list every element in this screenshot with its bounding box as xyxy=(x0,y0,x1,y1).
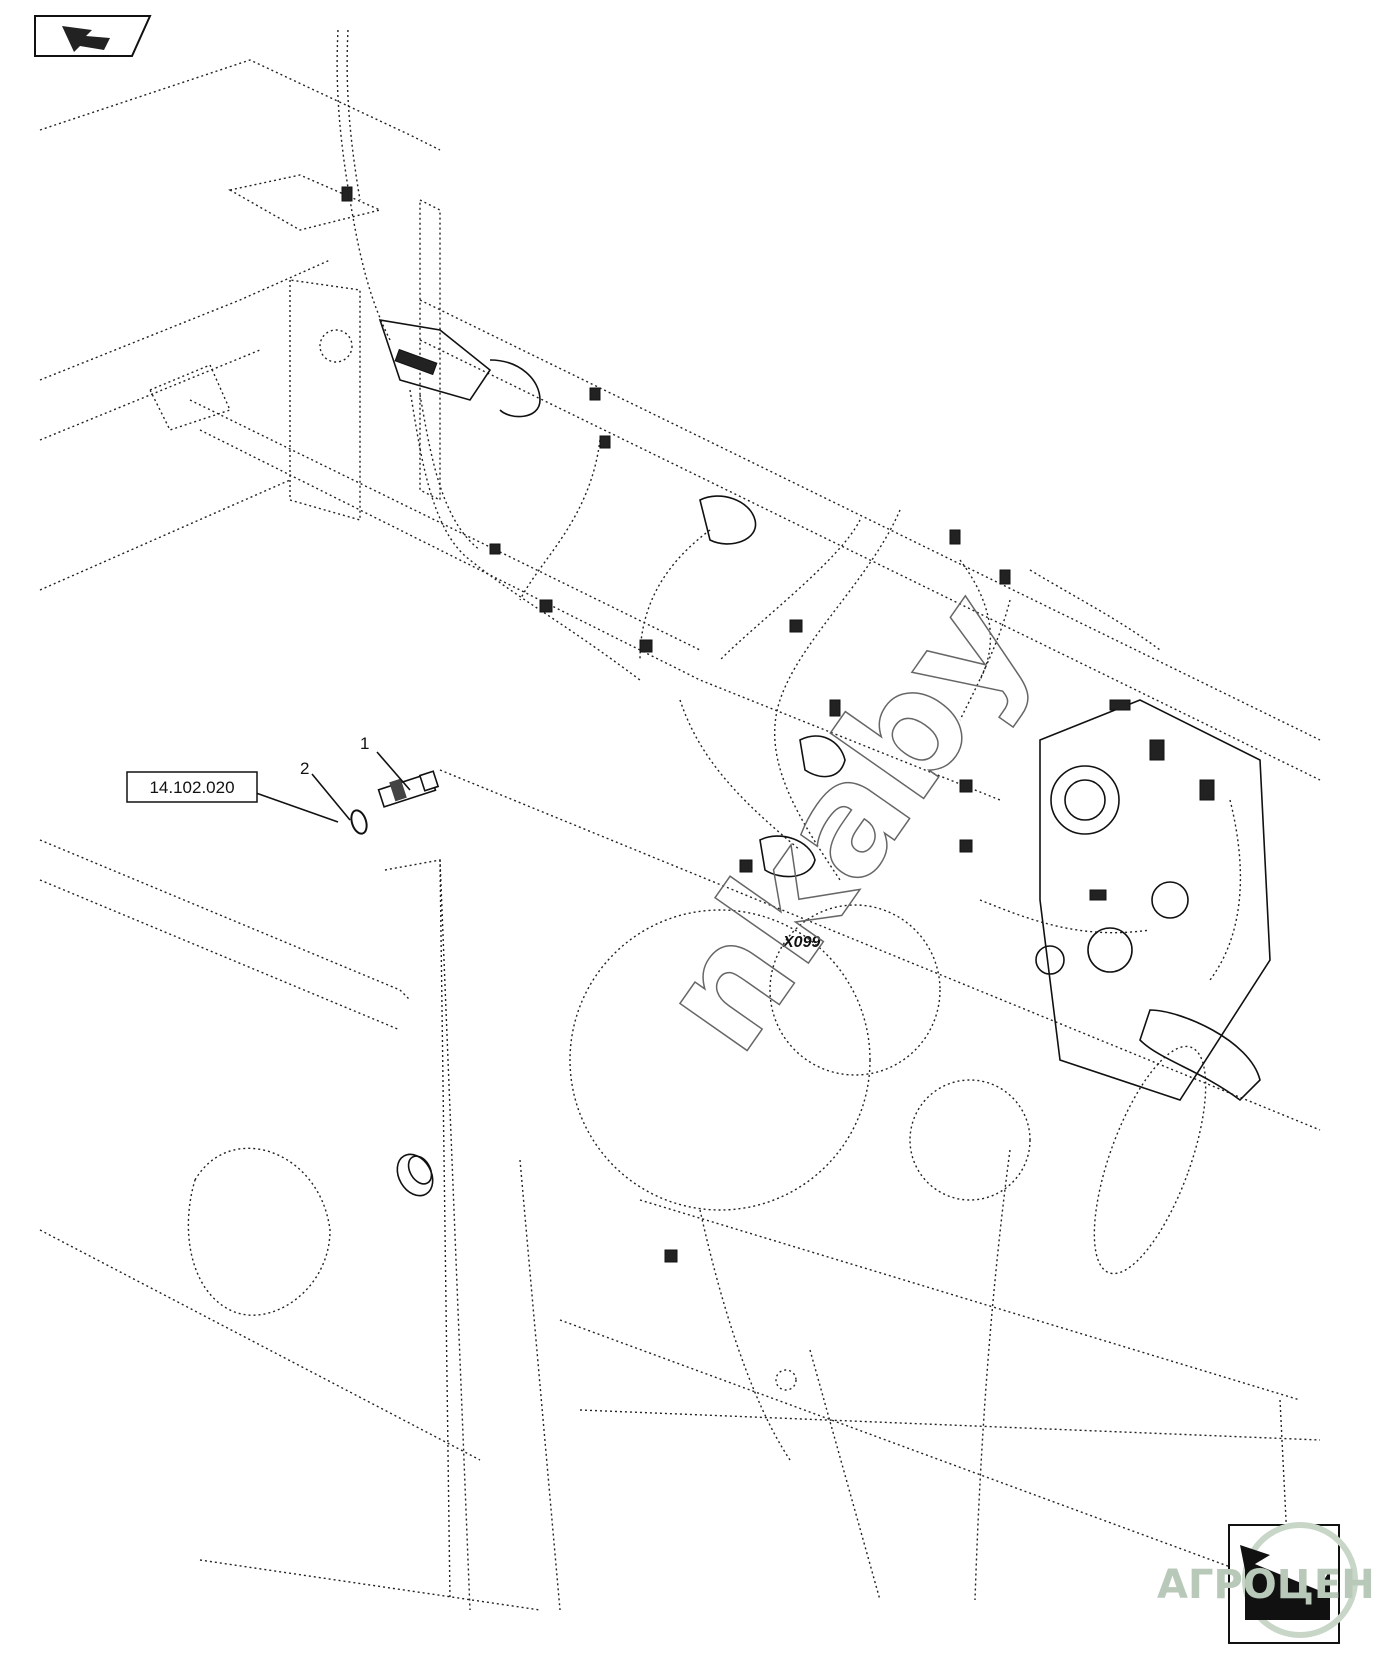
next-page-arrow-icon[interactable] xyxy=(1228,1522,1358,1644)
frame-rails xyxy=(39,59,1321,1611)
reference-number: 14.102.020 xyxy=(149,778,234,797)
valve-assembly-upper xyxy=(341,186,1011,653)
watermark-text: nkaby xyxy=(627,562,1064,1082)
callout-item-1: 1 xyxy=(360,734,369,753)
previous-page-arrow-icon[interactable] xyxy=(34,15,152,57)
part-1-fitting xyxy=(377,770,440,808)
center-connector-cluster xyxy=(739,619,973,878)
hydraulic-block-right xyxy=(1035,699,1271,1102)
part-2-seal-ring xyxy=(350,809,368,835)
callout-item-2: 2 xyxy=(300,759,309,778)
reference-box[interactable]: 14.102.020 xyxy=(126,771,258,803)
panel-cutouts xyxy=(187,329,1207,1391)
logo-watermark: АГРОЦЕН xyxy=(1157,1562,1375,1608)
connector-label-x099: X099 xyxy=(782,934,820,951)
leader-lines xyxy=(255,751,411,823)
wiring-harness xyxy=(336,29,1242,1601)
lower-fitting xyxy=(396,1153,678,1263)
